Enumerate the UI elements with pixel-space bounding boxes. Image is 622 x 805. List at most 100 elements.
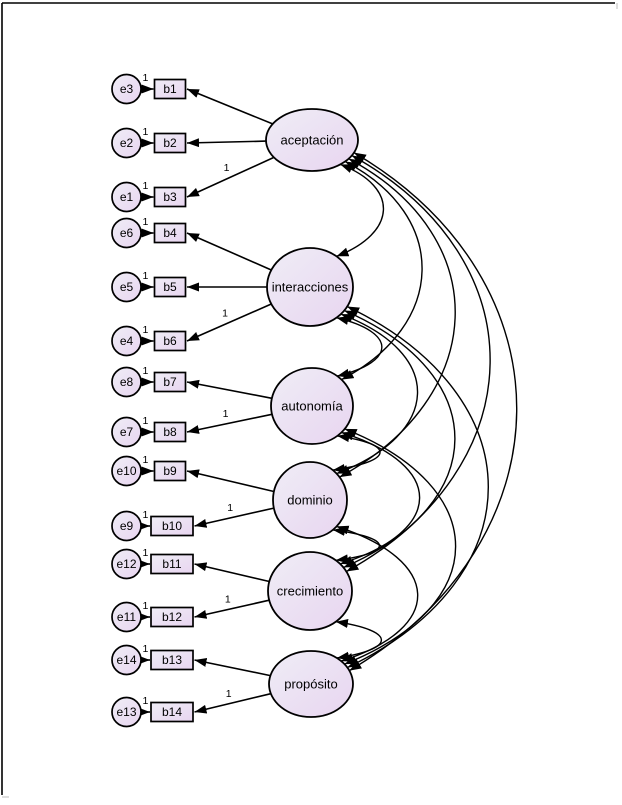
covariance-interacciones-dominio bbox=[336, 313, 419, 475]
indicator-label-b13: b13 bbox=[162, 653, 182, 667]
indicator-label-b1: b1 bbox=[163, 82, 177, 96]
loading-autonomia-b7 bbox=[186, 379, 273, 400]
error-node-e8 bbox=[111, 366, 142, 398]
loading-dominio-b9 bbox=[186, 469, 275, 493]
latent-label-interacciones: interacciones bbox=[272, 280, 349, 295]
error-label-e1: e1 bbox=[120, 190, 134, 204]
indicator-box-b5 bbox=[153, 276, 187, 298]
indicator-box-b8 bbox=[153, 421, 187, 443]
error-label-e8: e8 bbox=[120, 375, 134, 389]
latent-node-crecimiento bbox=[267, 551, 353, 631]
covariance-aceptacion-dominio bbox=[339, 158, 456, 478]
error-weight-e11: 1 bbox=[143, 600, 149, 612]
error-label-e14: e14 bbox=[116, 653, 136, 667]
indicator-box-b2 bbox=[153, 132, 187, 154]
loading-weight-b14: 1 bbox=[226, 688, 232, 700]
error-paths: 1 1 1 1 1 1 1 1 1 1 1 1 1 1 bbox=[138, 72, 154, 717]
latent-node-interacciones bbox=[266, 247, 354, 327]
error-node-e4 bbox=[111, 325, 142, 357]
indicator-label-b3: b3 bbox=[163, 190, 177, 204]
latent-node-aceptacion bbox=[265, 108, 359, 172]
error-weight-e5: 1 bbox=[143, 270, 149, 282]
error-label-e4: e4 bbox=[120, 334, 134, 348]
indicator-label-b2: b2 bbox=[163, 136, 177, 150]
indicator-label-b10: b10 bbox=[162, 519, 182, 533]
latent-label-proposito: propósito bbox=[284, 677, 337, 692]
indicator-label-b6: b6 bbox=[163, 334, 177, 348]
latent-label-aceptacion: aceptación bbox=[281, 133, 344, 148]
error-weight-e1: 1 bbox=[143, 180, 149, 192]
covariance-interacciones-crecimiento bbox=[343, 309, 456, 569]
error-node-e5 bbox=[111, 271, 142, 303]
loading-dominio-b10 bbox=[194, 507, 275, 528]
error-node-e11 bbox=[111, 601, 142, 633]
error-weight-e6: 1 bbox=[143, 216, 149, 228]
indicator-label-b4: b4 bbox=[163, 226, 177, 240]
indicator-label-b5: b5 bbox=[163, 280, 177, 294]
loading-weight-b3: 1 bbox=[224, 162, 230, 174]
loading-crecimiento-b12 bbox=[194, 599, 270, 619]
covariance-interacciones-proposito bbox=[346, 305, 489, 669]
shapes bbox=[111, 73, 359, 728]
error-label-e12: e12 bbox=[116, 557, 136, 571]
covariances bbox=[332, 151, 518, 672]
error-weight-e7: 1 bbox=[143, 415, 149, 427]
loading-weight-b10: 1 bbox=[227, 502, 233, 514]
error-node-e6 bbox=[111, 217, 142, 249]
error-weight-e4: 1 bbox=[143, 324, 149, 336]
latent-node-dominio bbox=[272, 461, 348, 539]
loading-aceptacion-b2 bbox=[186, 138, 267, 148]
loading-autonomia-b8 bbox=[186, 413, 273, 434]
loading-weight-b12: 1 bbox=[225, 594, 231, 606]
loading-crecimiento-b11 bbox=[194, 562, 270, 583]
error-weight-e14: 1 bbox=[143, 643, 149, 655]
error-label-e11: e11 bbox=[117, 610, 136, 624]
latent-label-dominio: dominio bbox=[287, 493, 333, 508]
error-weight-e13: 1 bbox=[143, 695, 149, 707]
indicator-label-b8: b8 bbox=[163, 425, 177, 439]
covariance-autonomia-crecimiento bbox=[339, 431, 421, 565]
indicator-box-b6 bbox=[153, 330, 187, 352]
error-weight-e12: 1 bbox=[143, 547, 149, 559]
error-node-e7 bbox=[111, 416, 142, 448]
loading-weight-b6: 1 bbox=[222, 308, 228, 320]
error-label-e10: e10 bbox=[116, 464, 136, 478]
error-node-e12 bbox=[111, 548, 142, 580]
error-node-e2 bbox=[111, 127, 142, 159]
indicator-box-b4 bbox=[153, 222, 187, 244]
indicator-box-b12 bbox=[150, 606, 194, 628]
indicator-label-b11: b11 bbox=[162, 557, 181, 571]
indicator-box-b1 bbox=[153, 78, 187, 100]
covariance-crecimiento-proposito bbox=[335, 619, 383, 661]
loading-weight-b8: 1 bbox=[223, 408, 229, 420]
indicator-box-b14 bbox=[150, 701, 194, 723]
loading-paths: 1 1 1 1 1 1 bbox=[186, 88, 275, 714]
loading-interacciones-b6 bbox=[186, 303, 272, 342]
indicator-label-b14: b14 bbox=[162, 705, 182, 719]
loading-aceptacion-b3 bbox=[186, 156, 275, 198]
indicator-box-b10 bbox=[150, 515, 194, 537]
error-node-e10 bbox=[111, 455, 142, 487]
error-label-e13: e13 bbox=[116, 705, 136, 719]
indicator-label-b7: b7 bbox=[163, 375, 177, 389]
indicator-box-b9 bbox=[153, 460, 187, 482]
error-label-e9: e9 bbox=[120, 519, 134, 533]
covariance-aceptacion-autonomia bbox=[341, 160, 423, 381]
error-weight-e2: 1 bbox=[143, 126, 149, 138]
error-weight-e3: 1 bbox=[143, 72, 149, 84]
indicator-box-b3 bbox=[153, 186, 187, 208]
error-node-e1 bbox=[111, 181, 142, 213]
error-weight-e10: 1 bbox=[143, 454, 149, 466]
error-label-e5: e5 bbox=[120, 280, 134, 294]
indicator-label-b12: b12 bbox=[162, 610, 182, 624]
error-weight-e8: 1 bbox=[143, 365, 149, 377]
indicator-box-b11 bbox=[150, 553, 194, 575]
error-label-e2: e2 bbox=[120, 136, 134, 150]
indicator-box-b7 bbox=[153, 371, 187, 393]
indicator-box-b13 bbox=[150, 649, 194, 671]
error-weight-e9: 1 bbox=[143, 509, 149, 521]
loading-interacciones-b4 bbox=[186, 232, 272, 271]
